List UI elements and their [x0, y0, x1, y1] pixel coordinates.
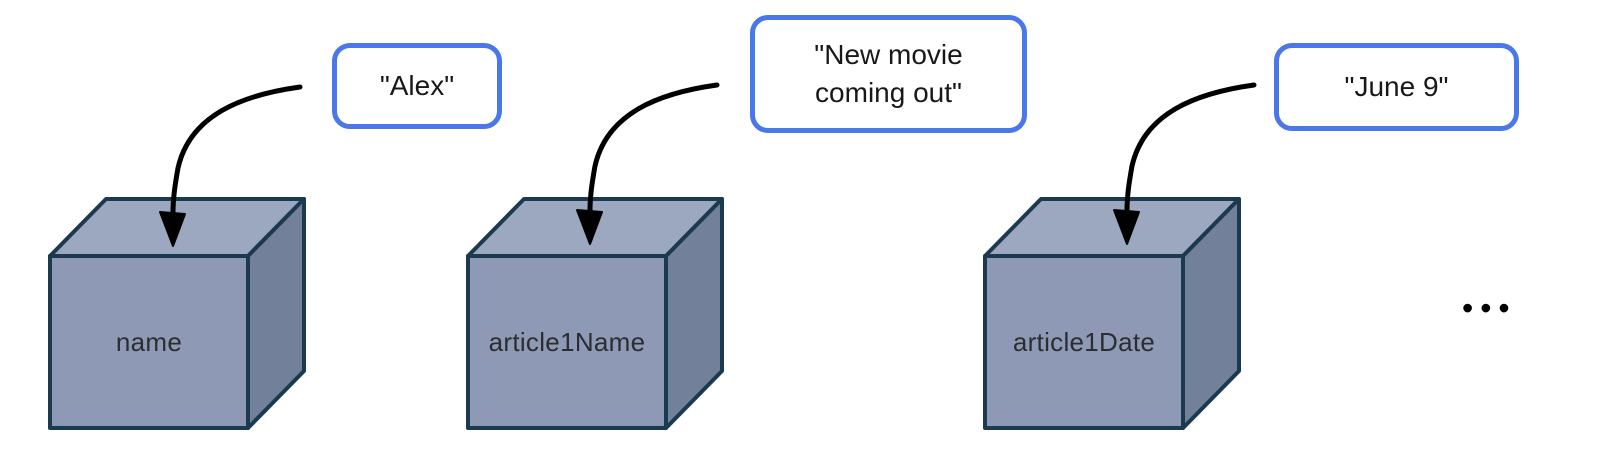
variable-name-label: name: [50, 256, 248, 428]
arrow-shaft: [587, 82, 720, 214]
value-text: "June 9": [1344, 71, 1449, 103]
arrowhead-icon: [159, 211, 186, 247]
cube-front-face: [48, 254, 250, 430]
arrow-shaft: [1124, 82, 1257, 214]
value-bubble-name: "Alex": [332, 43, 502, 129]
variable-name-text: article1Name: [488, 326, 646, 357]
value-arrow-name: [159, 84, 303, 247]
ellipsis-more-indicator: •••: [1462, 290, 1517, 326]
cube-front-face: [466, 254, 668, 430]
value-text: "New movie coming out": [814, 39, 963, 108]
value-text: "Alex": [379, 70, 455, 102]
arrow-shaft: [170, 84, 303, 216]
value-arrow-article1date: [1113, 82, 1257, 245]
cube-front-face: [983, 254, 1185, 430]
arrowhead-icon: [576, 209, 603, 245]
arrowhead-icon: [1113, 209, 1140, 245]
variable-name-text: article1Date: [1012, 326, 1156, 357]
value-arrow-article1name: [576, 82, 720, 245]
variable-name-text: name: [115, 326, 183, 357]
variable-name-label: article1Date: [985, 256, 1183, 428]
cube-variable-article1date: [983, 197, 1241, 430]
cube-variable-article1name: [466, 197, 724, 430]
value-bubble-article1date: "June 9": [1274, 43, 1519, 131]
cube-variable-name: [48, 197, 306, 430]
value-bubble-article1name: "New movie coming out": [750, 15, 1027, 133]
variable-name-label: article1Name: [468, 256, 666, 428]
